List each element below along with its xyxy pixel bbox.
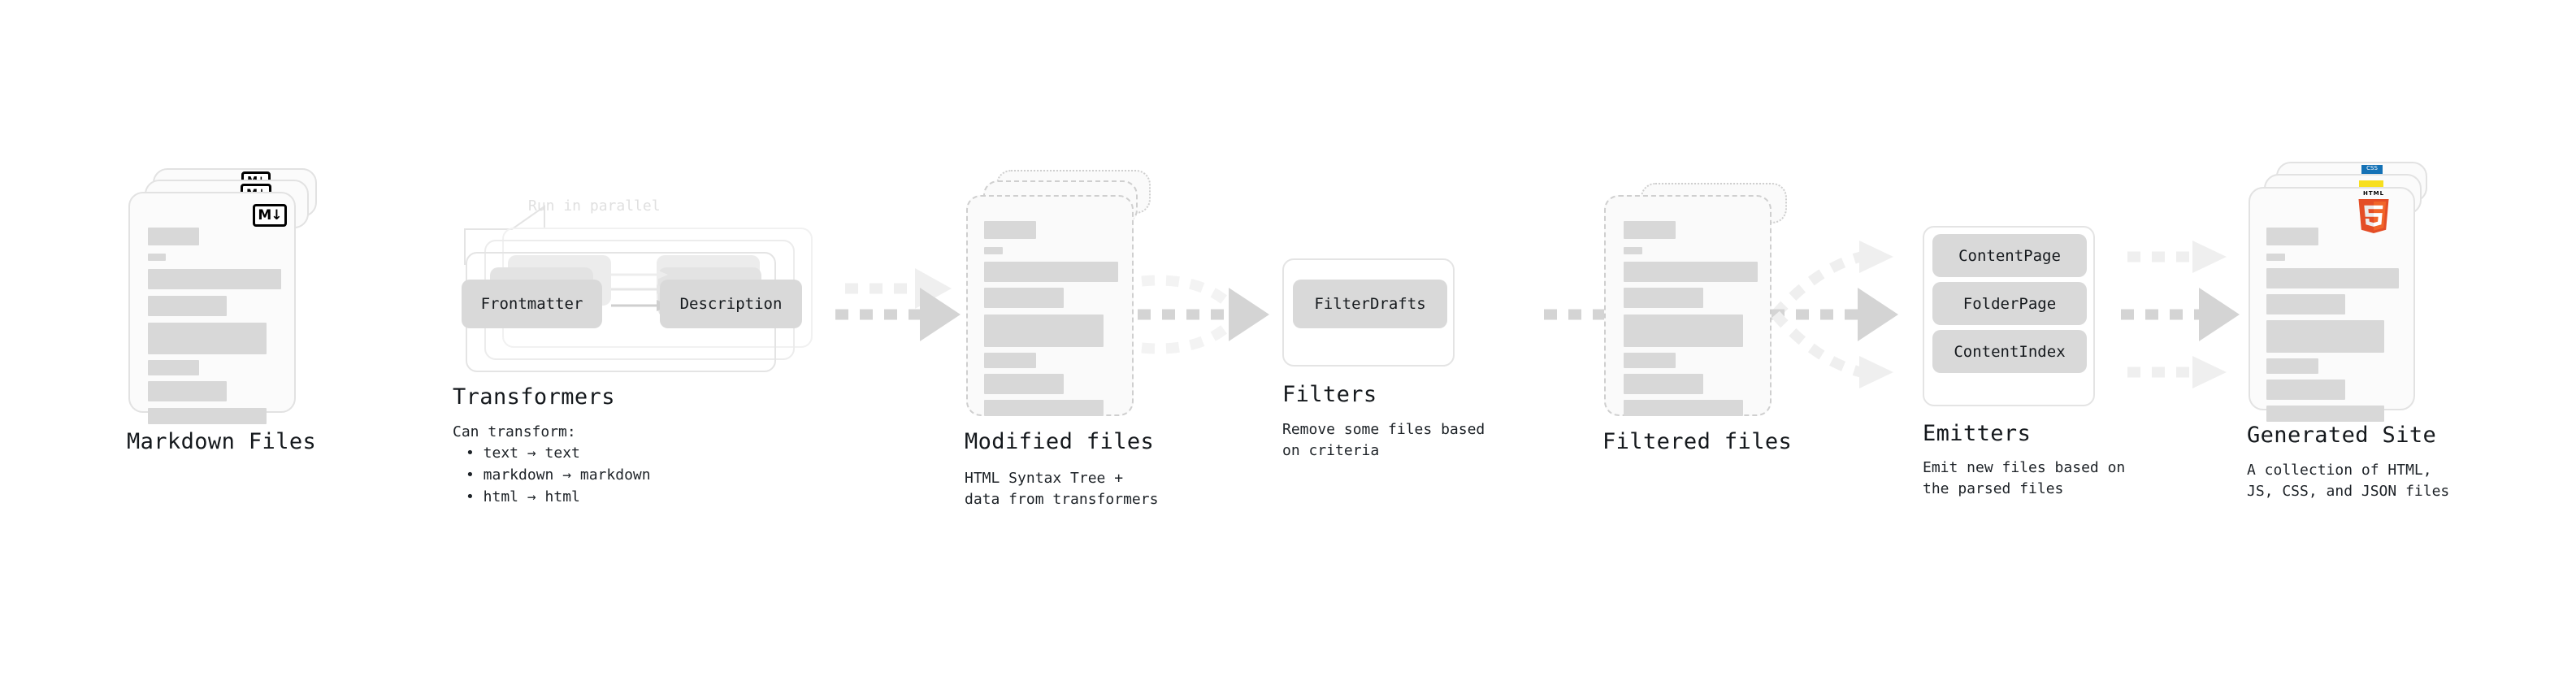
css-icon: CSS [2361,165,2383,175]
skeleton-bar [148,360,199,375]
skeleton-bar [148,381,227,401]
transformer-bullet-0: • text → text [466,445,580,462]
skeleton-bar [148,296,227,316]
skeleton-bar [2266,254,2285,261]
chip-label: FilterDrafts [1314,295,1426,313]
skeleton-bar [148,408,267,424]
emitters-groupbox [1923,226,2095,406]
html5-icon-wordmark: HTML [2362,190,2385,197]
skeleton-bar [2266,268,2399,288]
skeleton-bar [984,221,1036,239]
skeleton-bar [2266,406,2384,422]
skeleton-bar [2266,320,2384,353]
skeleton-bar [1624,262,1758,282]
markdown-icon: M↓ [253,204,287,227]
transformer-bullet-1: • markdown → markdown [466,466,651,484]
skeleton-bar [2266,228,2318,245]
skeleton-bar [984,288,1064,308]
skeleton-bar [1624,314,1743,347]
chip-label: Description [679,295,783,313]
skeleton-bar [148,269,281,289]
stage-title-generated-site: Generated Site [2247,423,2437,448]
stage-title-modified-files: Modified files [965,429,1155,454]
skeleton-bar [1624,400,1743,416]
emitter-chip-contentpage[interactable]: ContentPage [1932,234,2087,277]
parallel-note: Run in parallel [528,197,661,215]
skeleton-bar [984,314,1104,347]
skeleton-bar [984,353,1036,368]
skeleton-bar [1624,221,1676,239]
css-icon-label: CSS [2366,165,2378,171]
chip-label: ContentIndex [1954,342,2066,361]
filters-groupbox [1282,258,1455,367]
emitter-chip-folderpage[interactable]: FolderPage [1932,282,2087,325]
stage-subtitle-transformers: Can transform: [453,423,576,440]
skeleton-bar [148,228,199,245]
skeleton-bar [1624,374,1703,394]
skeleton-bar [984,247,1003,254]
skeleton-bar [984,374,1064,394]
chip-label: FolderPage [1962,294,2057,313]
connector-transformers-to-modified [835,268,961,341]
connector-filtered-to-emitters [1772,241,1898,388]
transformer-bullet-2: • html → html [466,488,580,505]
site-card-front [2249,187,2415,422]
connector-modified-to-filters [1138,275,1269,354]
chip-label: ContentPage [1958,246,2061,265]
skeleton-bar [2266,380,2345,400]
markdown-card-front [128,192,296,424]
skeleton-bar [984,262,1118,282]
filtered-card-front [1604,195,1772,416]
skeleton-bar [1624,247,1642,254]
stage-title-transformers: Transformers [453,384,615,410]
connector-emitters-to-site [2121,241,2240,388]
stage-subtitle-emitters: Emit new files based on the parsed files [1923,459,2126,497]
stage-subtitle-generated-site: A collection of HTML, JS, CSS, and JSON … [2247,462,2450,500]
skeleton-bar [984,400,1104,416]
stage-subtitle-modified-files: HTML Syntax Tree + data from transformer… [965,470,1159,508]
skeleton-bar [1624,353,1676,368]
stage-title-filters: Filters [1282,382,1377,407]
skeleton-bar [148,254,166,261]
transformer-chip-description[interactable]: Description [660,280,802,328]
modified-card-front [966,195,1134,416]
filter-chip-filterdrafts[interactable]: FilterDrafts [1293,280,1447,328]
chip-label: Frontmatter [480,295,583,313]
skeleton-bar [2266,294,2345,314]
skeleton-bar [148,323,267,354]
stage-title-markdown-files: Markdown Files [127,429,317,454]
stage-title-filtered-files: Filtered files [1602,429,1793,454]
stage-subtitle-filters: Remove some files based on criteria [1282,421,1485,459]
skeleton-bar [2266,358,2318,374]
emitter-chip-contentindex[interactable]: ContentIndex [1932,330,2087,373]
stage-title-emitters: Emitters [1923,421,2032,446]
html5-icon: HTML [2355,190,2392,233]
transformer-chip-frontmatter[interactable]: Frontmatter [462,280,602,328]
skeleton-bar [1624,288,1703,308]
